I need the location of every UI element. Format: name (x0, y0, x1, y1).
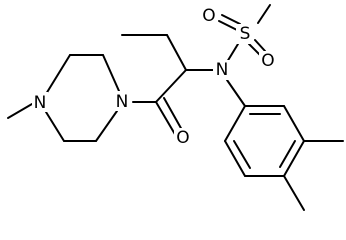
bond-ring-1 (45, 54, 71, 95)
bond-ring-4 (95, 110, 118, 142)
bond-s-o-left-a (218, 20, 238, 31)
bond-s-o-left-b (221, 14, 241, 25)
atom-label-n: N (216, 60, 229, 80)
atom-n-piperazine-methyl: N (32, 92, 48, 113)
bond-benzene-inner-3 (233, 140, 251, 169)
bond-benzene-2 (283, 105, 305, 142)
atom-label-n: N (116, 92, 129, 112)
atom-labels: N N O N S O O (32, 6, 277, 148)
atom-label-s: S (240, 24, 251, 44)
bond-s-methyl (257, 4, 271, 24)
bond-s-o-right-a (248, 43, 261, 56)
atom-label-o: O (202, 6, 215, 26)
atom-s-sulfonyl: S (236, 24, 254, 44)
bond-n-aryl (226, 79, 246, 107)
bonds (7, 4, 344, 211)
atom-label-n: N (34, 93, 47, 113)
atom-o-carbonyl: O (174, 128, 192, 148)
atom-n-piperazine-amide: N (113, 91, 131, 112)
atom-label-o: O (261, 51, 274, 71)
bond-benzene-5 (224, 140, 246, 177)
bond-n-s (226, 43, 239, 63)
bond-benzene-inner-2 (279, 140, 296, 168)
atom-o-sulfonyl-left: O (200, 6, 218, 26)
atom-n-sulfonamide: N (213, 60, 231, 80)
atom-label-o: O (176, 128, 189, 148)
bond-ring-3 (102, 54, 120, 92)
bond-carbonyl-alpha (155, 69, 187, 103)
bond-ring-6 (45, 111, 65, 142)
bond-carbonyl-double-a (155, 101, 177, 137)
bond-s-o-right-b (254, 39, 266, 52)
bond-alpha-ch2 (166, 34, 187, 71)
atom-o-sulfonyl-right: O (259, 51, 277, 71)
chemical-structure-diagram: N N O N S O O (7, 4, 344, 211)
bond-methyl-n (7, 103, 33, 119)
bond-aryl-methyl-4 (283, 175, 305, 211)
bond-benzene-6 (224, 105, 246, 142)
bond-benzene-3 (283, 140, 305, 177)
bond-carbonyl-double-b (163, 97, 183, 131)
